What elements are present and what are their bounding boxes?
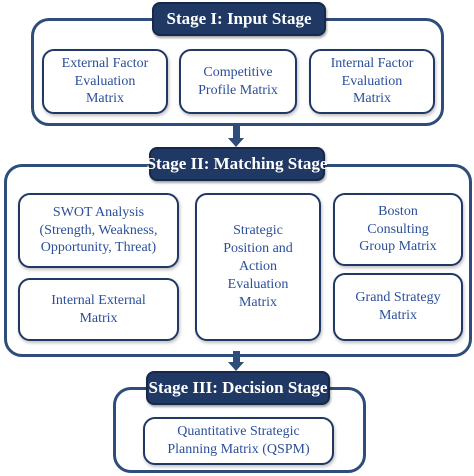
qspm-box: Quantitative Strategic Planning Matrix (… xyxy=(143,417,334,465)
box-label: SWOT Analysis (Strength, Weakness, Oppor… xyxy=(39,204,158,256)
box-label: Internal Factor Evaluation Matrix xyxy=(330,55,414,107)
box-label: External Factor Evaluation Matrix xyxy=(61,55,149,107)
arrow-down-icon xyxy=(228,351,244,371)
stage-3-title: Stage III: Decision Stage xyxy=(146,371,330,405)
box-label: Grand Strategy Matrix xyxy=(355,290,441,323)
internal-factor-evaluation-matrix-box: Internal Factor Evaluation Matrix xyxy=(309,49,435,114)
stage-2-title: Stage II: Matching Stage xyxy=(147,147,327,181)
external-factor-evaluation-matrix-box: External Factor Evaluation Matrix xyxy=(42,49,168,114)
boston-consulting-group-matrix-box: Boston Consulting Group Matrix xyxy=(333,193,463,266)
space-matrix-box: Strategic Position and Action Evaluation… xyxy=(195,193,321,341)
swot-analysis-box: SWOT Analysis (Strength, Weakness, Oppor… xyxy=(18,193,179,268)
arrow-down-icon xyxy=(228,126,244,147)
box-label: Boston Consulting Group Matrix xyxy=(359,203,437,255)
grand-strategy-matrix-box: Grand Strategy Matrix xyxy=(333,273,463,341)
box-label: Competitive Profile Matrix xyxy=(198,64,278,98)
box-label: Quantitative Strategic Planning Matrix (… xyxy=(167,424,310,457)
box-label: Strategic Position and Action Evaluation… xyxy=(223,223,293,310)
box-label: Internal External Matrix xyxy=(51,292,146,326)
stage-1-title: Stage I: Input Stage xyxy=(152,2,326,36)
competitive-profile-matrix-box: Competitive Profile Matrix xyxy=(179,49,297,114)
internal-external-matrix-box: Internal External Matrix xyxy=(18,278,179,341)
